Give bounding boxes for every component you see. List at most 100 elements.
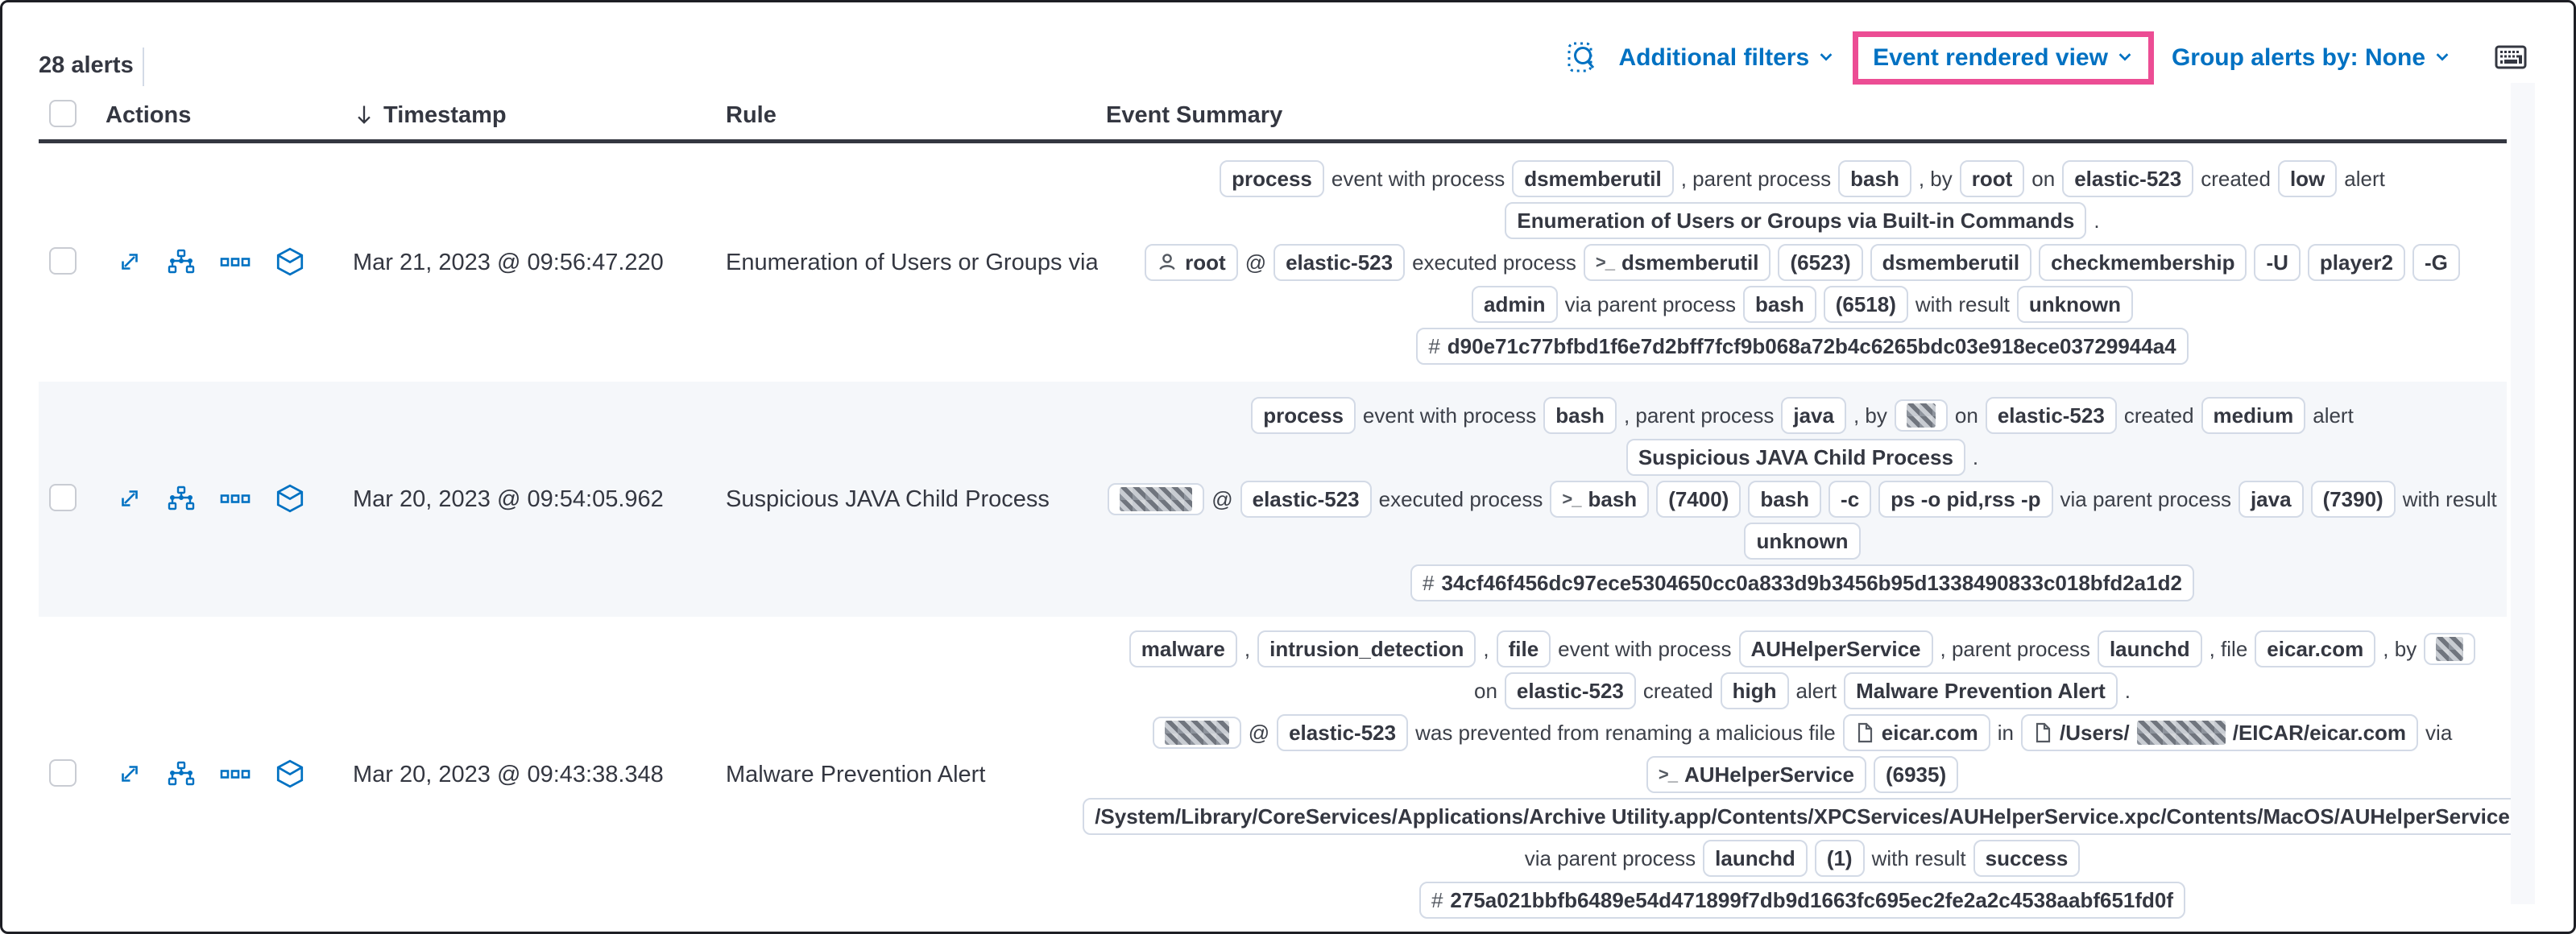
additional-filters-button[interactable]: Additional filters — [1618, 44, 1835, 72]
summary-badge[interactable]: process — [1220, 160, 1324, 197]
summary-badge[interactable]: (6518) — [1823, 286, 1908, 323]
summary-badge[interactable]: process — [1251, 397, 1356, 434]
keyboard-icon — [2495, 44, 2527, 72]
session-view-button[interactable] — [274, 246, 306, 280]
table-scrollbar[interactable] — [2511, 83, 2535, 904]
summary-badge[interactable]: launchd — [2097, 630, 2202, 667]
row-actions — [91, 758, 341, 792]
summary-line: #275a021bbfb6489e54d471899f7db9d1663fc69… — [1418, 882, 2186, 919]
summary-badge[interactable]: bash — [1543, 397, 1617, 434]
summary-badge[interactable]: Malware Prevention Alert — [1844, 672, 2118, 709]
summary-badge[interactable]: bash — [1743, 286, 1816, 323]
summary-badge[interactable]: Enumeration of Users or Groups via Built… — [1505, 202, 2087, 239]
summary-badge[interactable] — [1894, 399, 1948, 432]
session-view-button[interactable] — [274, 482, 306, 517]
summary-badge[interactable]: low — [2277, 160, 2338, 197]
summary-badge[interactable]: elastic-523 — [2062, 160, 2194, 197]
summary-badge[interactable]: success — [1973, 840, 2081, 877]
expand-alert-button[interactable] — [115, 247, 144, 279]
summary-badge[interactable]: (6935) — [1873, 756, 1959, 793]
summary-badge[interactable]: #34cf46f456dc97ece5304650cc0a833d9b3456b… — [1410, 564, 2194, 601]
inspect-button[interactable] — [1563, 39, 1601, 78]
summary-badge[interactable]: elastic-523 — [1985, 397, 2117, 434]
summary-badge[interactable]: -c — [1828, 481, 1872, 518]
summary-badge[interactable]: >_dsmemberutil — [1583, 244, 1771, 281]
keyboard-shortcuts-button[interactable] — [2495, 44, 2527, 72]
summary-badge[interactable] — [1152, 717, 1241, 749]
select-all-checkbox[interactable] — [49, 99, 77, 127]
summary-line: #34cf46f456dc97ece5304650cc0a833d9b3456b… — [1410, 564, 2194, 601]
event-rendered-view-button[interactable]: Event rendered view — [1873, 44, 2134, 72]
summary-badge[interactable]: -G — [2412, 244, 2460, 281]
expand-alert-button[interactable] — [115, 759, 144, 791]
summary-text: , parent process — [1623, 403, 1775, 428]
hash-icon: # — [1428, 334, 1440, 358]
summary-badge[interactable]: #275a021bbfb6489e54d471899f7db9d1663fc69… — [1418, 882, 2186, 919]
summary-badge[interactable]: AUHelperService — [1738, 630, 1933, 667]
summary-badge[interactable] — [2424, 633, 2476, 665]
summary-badge[interactable]: bash — [1748, 481, 1822, 518]
analyze-event-button[interactable] — [166, 484, 197, 515]
expand-alert-button[interactable] — [115, 484, 144, 515]
summary-badge[interactable]: java — [1781, 397, 1846, 434]
more-actions-button[interactable] — [218, 484, 252, 515]
summary-badge[interactable]: intrusion_detection — [1257, 630, 1476, 667]
summary-badge[interactable]: admin — [1471, 286, 1558, 323]
summary-badge[interactable]: elastic-523 — [1274, 244, 1406, 281]
summary-badge[interactable]: dsmemberutil — [1870, 244, 2032, 281]
summary-badge[interactable]: elastic-523 — [1240, 481, 1372, 518]
row-checkbox[interactable] — [49, 483, 77, 511]
summary-badge[interactable]: >_AUHelperService — [1646, 756, 1866, 793]
summary-badge[interactable]: checkmembership — [2039, 244, 2247, 281]
analyze-event-button[interactable] — [166, 759, 197, 791]
more-actions-button[interactable] — [218, 247, 252, 279]
session-view-icon — [274, 758, 306, 792]
summary-badge[interactable]: player2 — [2307, 244, 2405, 281]
summary-badge[interactable]: high — [1720, 672, 1789, 709]
summary-badge[interactable]: elastic-523 — [1277, 714, 1409, 751]
summary-badge[interactable]: launchd — [1703, 840, 1808, 877]
analyze-event-button[interactable] — [166, 247, 197, 279]
summary-badge[interactable]: Suspicious JAVA Child Process — [1626, 439, 1965, 476]
redacted-value — [1906, 403, 1936, 428]
summary-badge[interactable]: (7400) — [1656, 481, 1741, 518]
summary-badge[interactable]: -U — [2254, 244, 2301, 281]
summary-badge[interactable]: eicar.com — [1842, 714, 1990, 751]
summary-badge[interactable]: file — [1496, 630, 1551, 667]
summary-badge[interactable]: (7390) — [2310, 481, 2396, 518]
summary-badge[interactable]: root — [1959, 160, 2025, 197]
summary-badge[interactable]: root — [1145, 244, 1238, 281]
summary-badge[interactable]: java — [2238, 481, 2304, 518]
summary-badge[interactable]: >_bash — [1550, 481, 1650, 518]
rule-cell[interactable]: Malware Prevention Alert — [726, 761, 986, 787]
summary-badge[interactable]: malware — [1129, 630, 1237, 667]
session-view-button[interactable] — [274, 758, 306, 792]
group-alerts-button[interactable]: Group alerts by: None — [2172, 44, 2451, 72]
rule-cell[interactable]: Suspicious JAVA Child Process — [726, 486, 1050, 512]
summary-text: executed process — [1378, 486, 1543, 511]
row-checkbox[interactable] — [49, 758, 77, 787]
summary-badge[interactable] — [1108, 483, 1205, 515]
summary-badge[interactable]: (6523) — [1778, 244, 1863, 281]
summary-badge[interactable]: ps -o pid,rss -p — [1878, 481, 2053, 518]
summary-badge[interactable]: /Users//EICAR/eicar.com — [2021, 714, 2419, 751]
summary-text: created — [2201, 166, 2271, 191]
summary-badge[interactable]: (1) — [1814, 840, 1865, 877]
timestamp-header[interactable]: Timestamp — [341, 102, 719, 129]
summary-badge[interactable]: dsmemberutil — [1512, 160, 1674, 197]
summary-badge[interactable]: #d90e71c77bfbd1f6e7d2bff7fcf9b068a72b4c6… — [1416, 328, 2189, 365]
summary-text: , by — [1853, 403, 1887, 428]
summary-badge[interactable]: bash — [1838, 160, 1911, 197]
summary-text: on — [2031, 166, 2056, 191]
row-checkbox[interactable] — [49, 246, 77, 275]
summary-badge[interactable]: unknown — [2016, 286, 2133, 323]
summary-badge[interactable]: elastic-523 — [1504, 672, 1636, 709]
summary-badge[interactable]: eicar.com — [2255, 630, 2376, 667]
summary-badge[interactable]: /System/Library/CoreServices/Application… — [1083, 798, 2522, 835]
rule-cell[interactable]: Enumeration of Users or Groups via Bui — [726, 249, 1098, 275]
summary-badge[interactable]: unknown — [1744, 523, 1861, 560]
summary-badge[interactable]: medium — [2201, 397, 2306, 434]
more-actions-button[interactable] — [218, 759, 252, 791]
